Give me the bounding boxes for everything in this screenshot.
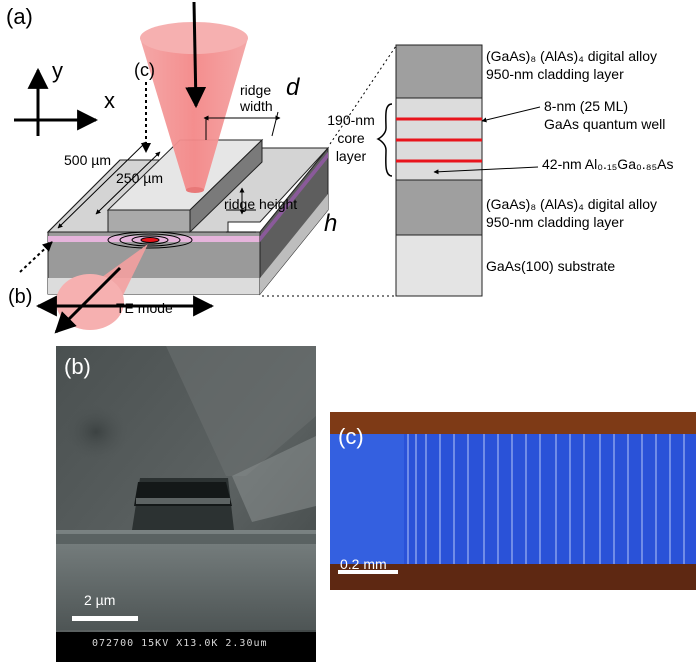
axis-y-label: y	[52, 58, 63, 83]
bottom-cladding-line-1: (GaAs)₈ (AlAs)₄ digital alloy	[486, 196, 658, 212]
ridge-height-label: ridge height	[224, 196, 298, 212]
sem-footer-text: 072700 15KV X13.0K 2.30um	[92, 638, 268, 649]
length-500-label: 500 µm	[64, 152, 111, 168]
barrier-label: 42-nm Al₀.₁₅Ga₀.₈₅As	[542, 156, 674, 172]
axis-x-label: x	[104, 88, 115, 113]
panel-c-label: (c)	[338, 424, 364, 449]
layer-stack	[376, 44, 541, 297]
panel-b-scale-label: 2 µm	[84, 592, 116, 608]
xy-axes	[14, 67, 99, 136]
sem-picture	[56, 346, 316, 662]
bottom-cladding-line-2: 950-nm cladding layer	[486, 214, 624, 230]
dimension-lines	[19, 82, 281, 317]
quantum-well-line-2: GaAs quantum well	[544, 116, 666, 132]
core-line-3: layer	[335, 148, 367, 164]
panel-a-label: (a)	[6, 4, 33, 29]
panel-c-scale-label: 0.2 mm	[340, 556, 387, 572]
core-line-1: 190-nm	[327, 112, 375, 128]
panel-b-sem-image	[56, 346, 316, 662]
ridge-width-label-1: ridge	[240, 82, 272, 98]
te-mode-label: TE mode	[116, 300, 173, 316]
panel-b-label: (b)	[64, 354, 91, 379]
d-symbol: d	[286, 74, 300, 101]
core-line-2: core	[337, 130, 365, 146]
excitation-beam	[140, 1, 248, 193]
micrograph-picture	[330, 412, 696, 590]
panel-a-diagram	[14, 1, 541, 334]
quantum-well-line-1: 8-nm (25 ML)	[544, 98, 629, 114]
panel-c-micrograph	[330, 412, 696, 590]
marker-b-label: (b)	[8, 286, 33, 308]
top-cladding-line-2: 950-nm cladding layer	[486, 66, 624, 82]
top-cladding-line-1: (GaAs)₈ (AlAs)₄ digital alloy	[486, 48, 658, 64]
h-symbol: h	[324, 210, 338, 237]
ridge-width-label-2: width	[240, 98, 273, 114]
substrate-label: GaAs(100) substrate	[486, 258, 616, 274]
marker-c-label: (c)	[134, 60, 155, 80]
length-250-label: 250 µm	[116, 170, 163, 186]
